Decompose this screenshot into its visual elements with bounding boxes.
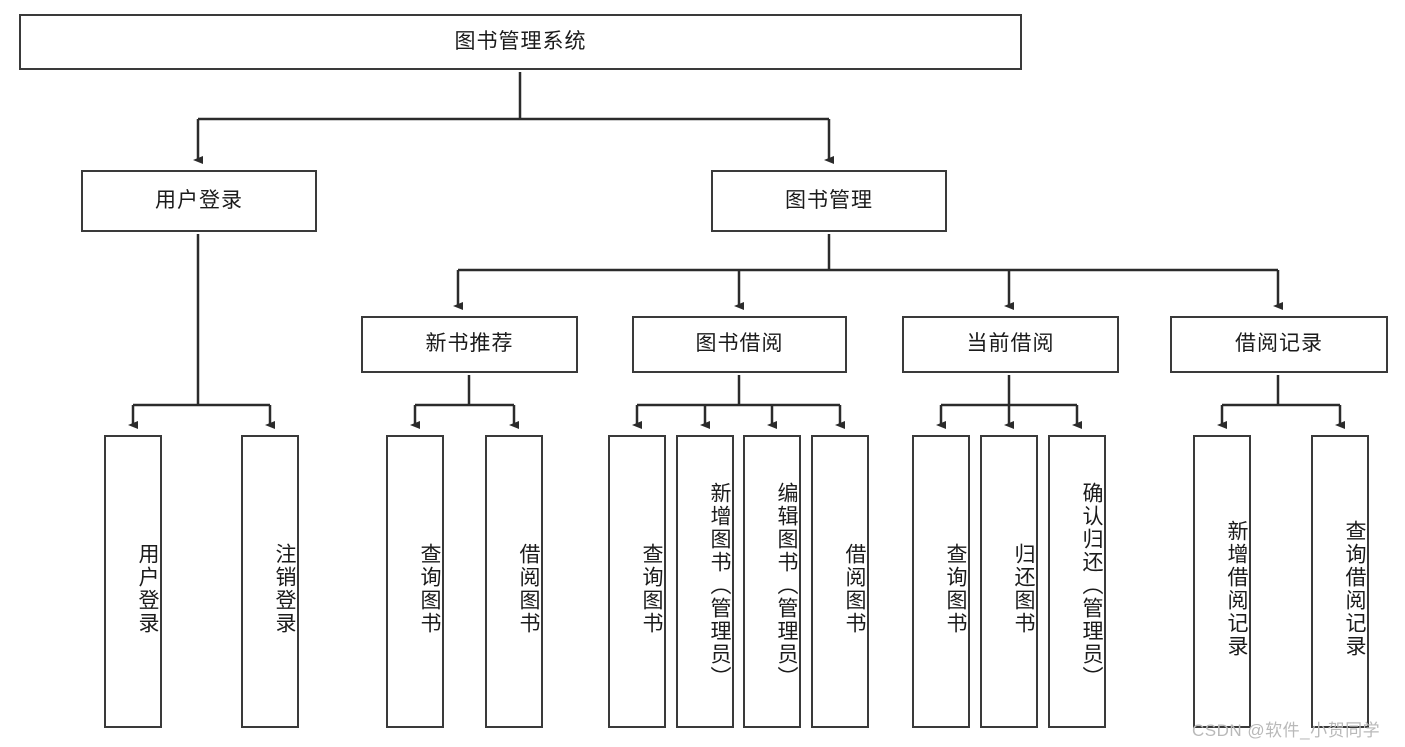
leaf-user-login-login[interactable]: 用户登录 <box>104 435 162 728</box>
node-current-borrow[interactable]: 当前借阅 <box>902 316 1119 373</box>
leaf-current-return-book[interactable]: 归还图书 <box>980 435 1038 728</box>
node-root[interactable]: 图书管理系统 <box>19 14 1022 70</box>
node-book-management[interactable]: 图书管理 <box>711 170 947 232</box>
node-user-login[interactable]: 用户登录 <box>81 170 317 232</box>
leaf-borrow-query-book[interactable]: 查询图书 <box>608 435 666 728</box>
leaf-user-login-logout[interactable]: 注销登录 <box>241 435 299 728</box>
leaf-recommend-borrow-book[interactable]: 借阅图书 <box>485 435 543 728</box>
node-borrow-record[interactable]: 借阅记录 <box>1170 316 1388 373</box>
leaf-record-query-record[interactable]: 查询借阅记录 <box>1311 435 1369 728</box>
leaf-current-confirm-return-admin[interactable]: 确认归还（管理员） <box>1048 435 1106 728</box>
node-new-book-recommend[interactable]: 新书推荐 <box>361 316 578 373</box>
leaf-borrow-add-book-admin[interactable]: 新增图书（管理员） <box>676 435 734 728</box>
leaf-current-query-book[interactable]: 查询图书 <box>912 435 970 728</box>
leaf-recommend-query-book[interactable]: 查询图书 <box>386 435 444 728</box>
node-book-borrow[interactable]: 图书借阅 <box>632 316 847 373</box>
leaf-record-add-record[interactable]: 新增借阅记录 <box>1193 435 1251 728</box>
leaf-borrow-borrow-book[interactable]: 借阅图书 <box>811 435 869 728</box>
watermark: CSDN @软件_小贺同学 <box>1192 721 1381 740</box>
leaf-borrow-edit-book-admin[interactable]: 编辑图书（管理员） <box>743 435 801 728</box>
